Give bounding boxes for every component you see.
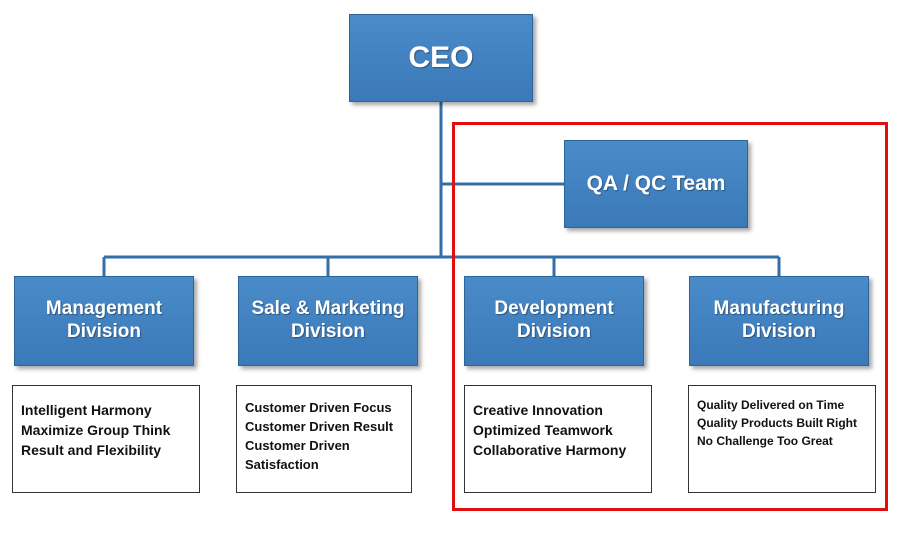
description-line: Quality Products Built Right — [697, 416, 858, 430]
description-line: Customer Driven Focus — [245, 400, 392, 415]
description-line: Customer Driven Result — [245, 419, 394, 434]
description-line: Result and Flexibility — [21, 442, 162, 458]
description-line: No Challenge Too Great — [697, 434, 833, 448]
ceo-title: CEO — [408, 41, 474, 74]
description-line: Optimized Teamwork — [473, 422, 613, 438]
development-division-title: Development Division — [494, 298, 614, 342]
management-description-box: Intelligent Harmony Maximize Group Think… — [12, 385, 200, 493]
description-line: Intelligent Harmony — [21, 402, 152, 418]
manufacturing-description-box: Quality Delivered on Time Quality Produc… — [688, 385, 876, 493]
description-line: Maximize Group Think — [21, 422, 171, 438]
qa-qc-team-title: QA / QC Team — [586, 172, 726, 196]
description-line: Customer Driven Satisfaction — [245, 438, 350, 472]
manufacturing-division-title: Manufacturing Division — [713, 298, 845, 342]
management-division-title: Management Division — [45, 298, 163, 342]
ceo-box: CEO — [349, 14, 533, 102]
description-line: Collaborative Harmony — [473, 442, 627, 458]
description-line: Creative Innovation — [473, 402, 603, 418]
sales-marketing-division-box: Sale & Marketing Division — [238, 276, 418, 366]
development-description-box: Creative Innovation Optimized Teamwork C… — [464, 385, 652, 493]
sales-marketing-division-title: Sale & Marketing Division — [251, 298, 405, 342]
development-division-box: Development Division — [464, 276, 644, 366]
manufacturing-division-box: Manufacturing Division — [689, 276, 869, 366]
sales-marketing-description-box: Customer Driven Focus Customer Driven Re… — [236, 385, 412, 493]
management-division-box: Management Division — [14, 276, 194, 366]
qa-qc-team-box: QA / QC Team — [564, 140, 748, 228]
description-line: Quality Delivered on Time — [697, 398, 845, 412]
